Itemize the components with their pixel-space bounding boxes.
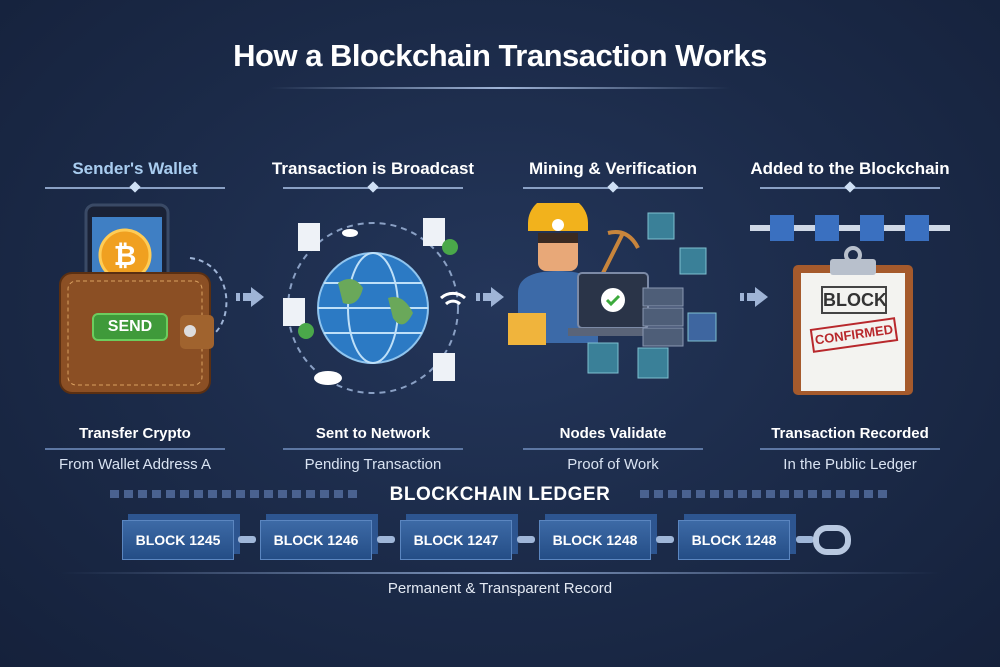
mining-illustration [498, 195, 728, 403]
ledger-block: BLOCK 1247 [400, 520, 512, 560]
wifi-icon [440, 291, 466, 306]
step-mining: Mining & Verification Nodes Validate Pro… [498, 155, 728, 473]
globe-icon [317, 252, 429, 364]
divider [760, 187, 940, 189]
step-label: Sent to Network [315, 425, 431, 442]
chain-link-icon [813, 525, 851, 555]
wallet-illustration: ₿ SEND [20, 203, 250, 403]
arrow-right-icon [236, 287, 264, 307]
cloud-icon [314, 229, 358, 385]
step-heading: Transaction is Broadcast [271, 159, 475, 178]
network-illustration [258, 203, 488, 403]
step-sublabel: Pending Transaction [304, 456, 442, 473]
decorative-dashes [640, 490, 890, 498]
send-button: SEND [92, 313, 168, 341]
ledger-block: BLOCK 1246 [260, 520, 372, 560]
divider [45, 187, 225, 189]
arrow-right-icon [740, 287, 768, 307]
arrow-right-icon [476, 287, 504, 307]
step-sublabel: Proof of Work [567, 456, 659, 473]
divider [60, 572, 940, 574]
ledger-block: BLOCK 1248 [678, 520, 790, 560]
chain-link [796, 536, 814, 543]
step-broadcast: Transaction is Broadcast Sent to Network… [258, 155, 488, 473]
chain-link [517, 536, 535, 543]
chain-link [377, 536, 395, 543]
step-heading: Added to the Blockchain [750, 159, 950, 178]
server-icon [642, 287, 684, 347]
step-sublabel: From Wallet Address A [59, 456, 211, 473]
divider [45, 448, 225, 450]
ledger-illustration: BLOCK CONFIRMED [735, 203, 965, 403]
divider [283, 448, 463, 450]
package-icon [508, 313, 546, 345]
chain-icon [750, 215, 950, 241]
step-label: Nodes Validate [559, 425, 667, 442]
step-label: Transaction Recorded [771, 425, 929, 442]
chain-link [656, 536, 674, 543]
divider [523, 448, 703, 450]
ledger-block: BLOCK 1245 [122, 520, 234, 560]
chain-link [238, 536, 256, 543]
step-label: Transfer Crypto [79, 425, 191, 442]
step-senders-wallet: Sender's Wallet ₿ SEND Transfer Crypto F… [20, 155, 250, 473]
step-heading: Sender's Wallet [72, 159, 198, 178]
document-icon [283, 218, 455, 381]
ledger-title: BLOCKCHAIN LEDGER [389, 484, 611, 505]
divider [523, 187, 703, 189]
title-divider [270, 87, 730, 89]
clipboard-icon [793, 246, 913, 395]
decorative-dashes [110, 490, 360, 498]
page-title: How a Blockchain Transaction Works [233, 38, 767, 73]
step-sublabel: In the Public Ledger [783, 456, 917, 473]
cube-icon [587, 212, 717, 379]
divider [760, 448, 940, 450]
divider [283, 187, 463, 189]
ledger-caption: Permanent & Transparent Record [387, 580, 613, 597]
ledger-block: BLOCK 1248 [539, 520, 651, 560]
check-icon [298, 239, 458, 339]
step-added-to-blockchain: Added to the Blockchain BLOCK CONFIRMED … [735, 155, 965, 473]
step-heading: Mining & Verification [528, 159, 698, 178]
block-stamp-label: BLOCK [821, 286, 887, 314]
svg-text:₿: ₿ [114, 240, 137, 271]
